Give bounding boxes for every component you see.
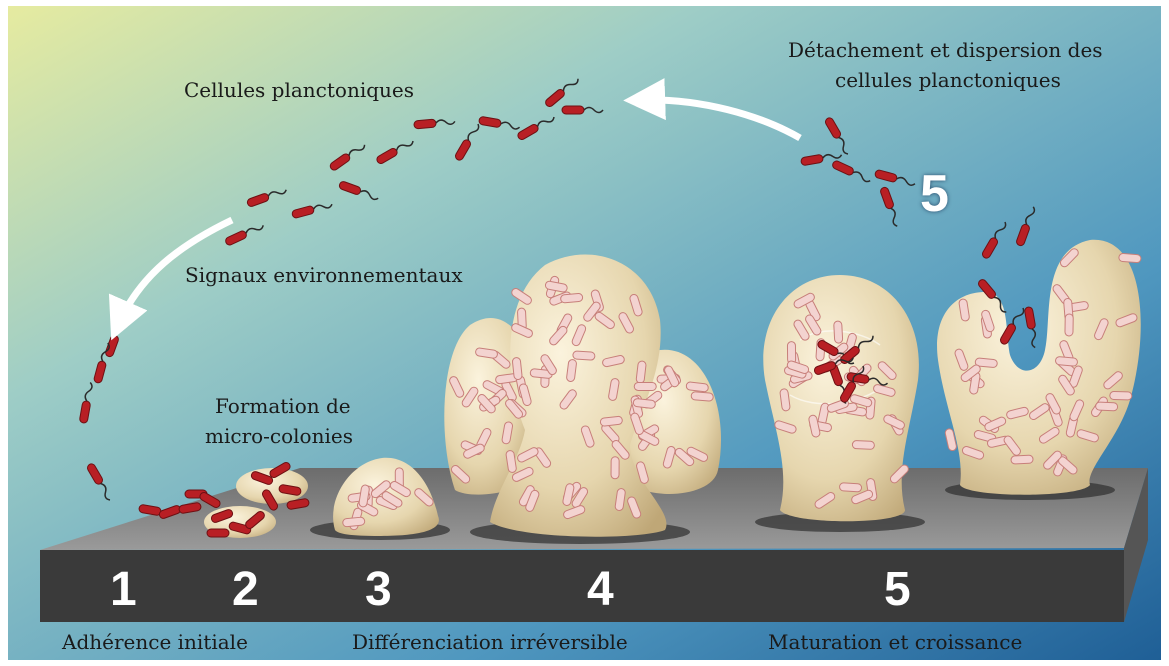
bacterium <box>573 351 595 360</box>
caption-stage-3-4: Différenciation irréversible <box>352 630 628 654</box>
stage-number-3: 3 <box>365 566 392 614</box>
bacterium <box>839 483 861 492</box>
bacterium <box>852 441 874 450</box>
bacterium <box>1011 455 1033 464</box>
bacterium <box>342 517 365 527</box>
label-planktonic-cells: Cellules planctoniques <box>184 78 414 102</box>
stage-number-5: 5 <box>884 566 911 614</box>
stage-number-1: 1 <box>110 566 137 614</box>
bacterium <box>691 392 714 402</box>
bacterium <box>834 321 843 343</box>
bacterium <box>1065 314 1073 336</box>
bacterium <box>1095 402 1117 411</box>
bacterium <box>207 529 229 537</box>
bacterium <box>787 342 795 364</box>
bacterium <box>512 357 522 380</box>
bacterium <box>611 457 619 479</box>
stage-number-2: 2 <box>232 566 259 614</box>
caption-stage-5: Maturation et croissance <box>768 630 1022 654</box>
bacterium <box>560 293 583 303</box>
bacterium <box>1055 356 1078 366</box>
dispersal-step-number: 5 <box>920 168 949 220</box>
label-detachment-line2: cellules planctoniques <box>835 68 1061 92</box>
bacterium <box>1119 253 1142 263</box>
bacterium <box>1110 391 1132 400</box>
caption-stage-1: Adhérence initiale <box>62 630 248 654</box>
label-microcolonies-line1: Formation de <box>215 394 351 418</box>
label-detachment-line1: Détachement et dispersion des <box>788 38 1103 62</box>
label-env-signals: Signaux environnementaux <box>185 263 463 287</box>
surface-front <box>40 550 1124 622</box>
label-microcolonies-line2: micro-colonies <box>205 424 353 448</box>
bacterium <box>634 382 656 390</box>
stage-number-4: 4 <box>587 566 614 614</box>
